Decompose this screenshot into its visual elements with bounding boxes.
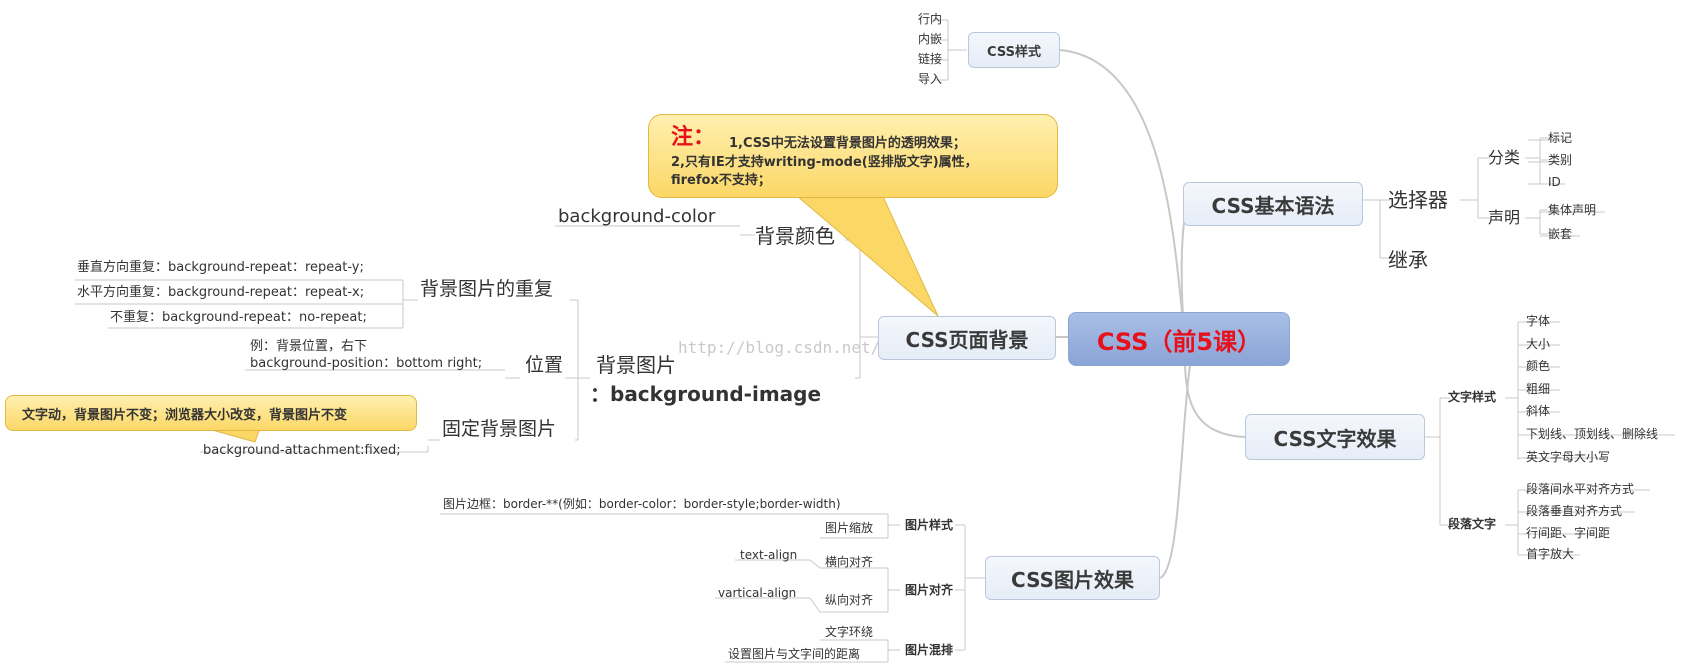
leaf-position-example[interactable]: 例：背景位置，右下 [250, 339, 368, 354]
topic-css-text[interactable]: CSS文字效果 [1245, 414, 1425, 460]
note-line-3: firefox不支持； [671, 173, 771, 188]
subtopic-font-style[interactable]: 文字样式 [1448, 390, 1497, 404]
central-topic[interactable]: CSS（前5课） [1068, 312, 1290, 366]
value-background-color[interactable]: background-color [558, 206, 716, 227]
leaf-id-selector[interactable]: ID [1548, 175, 1561, 189]
topic-css-syntax[interactable]: CSS基本语法 [1183, 182, 1363, 226]
leaf-text-wrap[interactable]: 文字环绕 [825, 625, 874, 639]
leaf-nested-declare[interactable]: 嵌套 [1548, 227, 1573, 241]
leaf-italic[interactable]: 斜体 [1526, 404, 1551, 418]
leaf-inline[interactable]: 行内 [918, 12, 943, 26]
leaf-vertical-align[interactable]: 段落垂直对齐方式 [1526, 504, 1623, 518]
leaf-tag-selector[interactable]: 标记 [1548, 131, 1573, 145]
subtopic-image-style[interactable]: 图片样式 [905, 518, 954, 532]
leaf-no-repeat[interactable]: 不重复：background-repeat：no-repeat; [110, 310, 367, 325]
subtopic-background-color[interactable]: 背景颜色 [755, 224, 835, 248]
leaf-position-value[interactable]: background-position：bottom right; [250, 356, 483, 371]
leaf-embedded[interactable]: 内嵌 [918, 32, 943, 46]
subtopic-background-image[interactable]: 背景图片 [596, 353, 676, 377]
leaf-font-size[interactable]: 大小 [1526, 337, 1551, 351]
value-text-align[interactable]: text-align [740, 548, 798, 562]
leaf-vertical-image-align[interactable]: 纵向对齐 [825, 593, 874, 607]
leaf-link[interactable]: 链接 [918, 52, 943, 66]
note-title: 注： [671, 125, 716, 150]
subtopic-background-fixed[interactable]: 固定背景图片 [442, 418, 557, 440]
leaf-decoration[interactable]: 下划线、顶划线、删除线 [1526, 427, 1659, 441]
leaf-color[interactable]: 颜色 [1526, 359, 1551, 373]
value-vertical-align[interactable]: vartical-align [718, 586, 797, 600]
subtopic-inherit[interactable]: 继承 [1388, 248, 1428, 272]
subtopic-background-position[interactable]: 位置 [525, 354, 564, 376]
leaf-text-transform[interactable]: 英文字母大小写 [1526, 450, 1611, 464]
note-line-2: 2,只有IE才支持writing-mode(竖排版文字)属性， [671, 155, 978, 170]
fixed-note-text: 文字动，背景图片不变；浏览器大小改变，背景图片不变 [22, 407, 348, 423]
leaf-font-family[interactable]: 字体 [1526, 314, 1551, 328]
leaf-image-text-gap[interactable]: 设置图片与文字间的距离 [728, 647, 861, 661]
leaf-spacing[interactable]: 行间距、字间距 [1526, 526, 1611, 540]
subtopic-declare[interactable]: 声明 [1488, 208, 1521, 227]
fixed-note-callout: 文字动，背景图片不变；浏览器大小改变，背景图片不变 [5, 395, 417, 431]
leaf-text-align[interactable]: 段落间水平对齐方式 [1526, 482, 1635, 496]
leaf-attachment-fixed[interactable]: background-attachment:fixed; [203, 443, 401, 458]
subtopic-image-mix[interactable]: 图片混排 [905, 643, 954, 657]
leaf-repeat-x[interactable]: 水平方向重复：background-repeat：repeat-x; [77, 285, 365, 300]
leaf-weight[interactable]: 粗细 [1526, 382, 1551, 396]
topic-css-image[interactable]: CSS图片效果 [985, 556, 1160, 600]
leaf-repeat-y[interactable]: 垂直方向重复：background-repeat：repeat-y; [77, 260, 364, 275]
subtopic-paragraph[interactable]: 段落文字 [1448, 517, 1497, 531]
leaf-first-letter[interactable]: 首字放大 [1526, 547, 1575, 561]
leaf-class-selector[interactable]: 类别 [1548, 153, 1573, 167]
leaf-import[interactable]: 导入 [918, 72, 943, 86]
note-line-1: 1,CSS中无法设置背景图片的透明效果； [729, 136, 966, 151]
subtopic-background-repeat[interactable]: 背景图片的重复 [420, 278, 554, 300]
subtopic-background-image-prop[interactable]: ：background-image [590, 382, 822, 406]
subtopic-image-align[interactable]: 图片对齐 [905, 583, 954, 597]
leaf-group-declare[interactable]: 集体声明 [1548, 203, 1597, 217]
leaf-image-border[interactable]: 图片边框：border-**(例如：border-color：border-st… [443, 497, 841, 511]
subtopic-selector[interactable]: 选择器 [1388, 188, 1448, 212]
leaf-horizontal-align[interactable]: 横向对齐 [825, 555, 874, 569]
note-callout: 注： 1,CSS中无法设置背景图片的透明效果； 2,只有IE才支持writing… [648, 114, 1058, 198]
leaf-image-scale[interactable]: 图片缩放 [825, 521, 874, 535]
subtopic-classify[interactable]: 分类 [1488, 148, 1521, 167]
topic-css-style[interactable]: CSS样式 [968, 32, 1060, 68]
topic-css-background[interactable]: CSS页面背景 [878, 316, 1056, 360]
